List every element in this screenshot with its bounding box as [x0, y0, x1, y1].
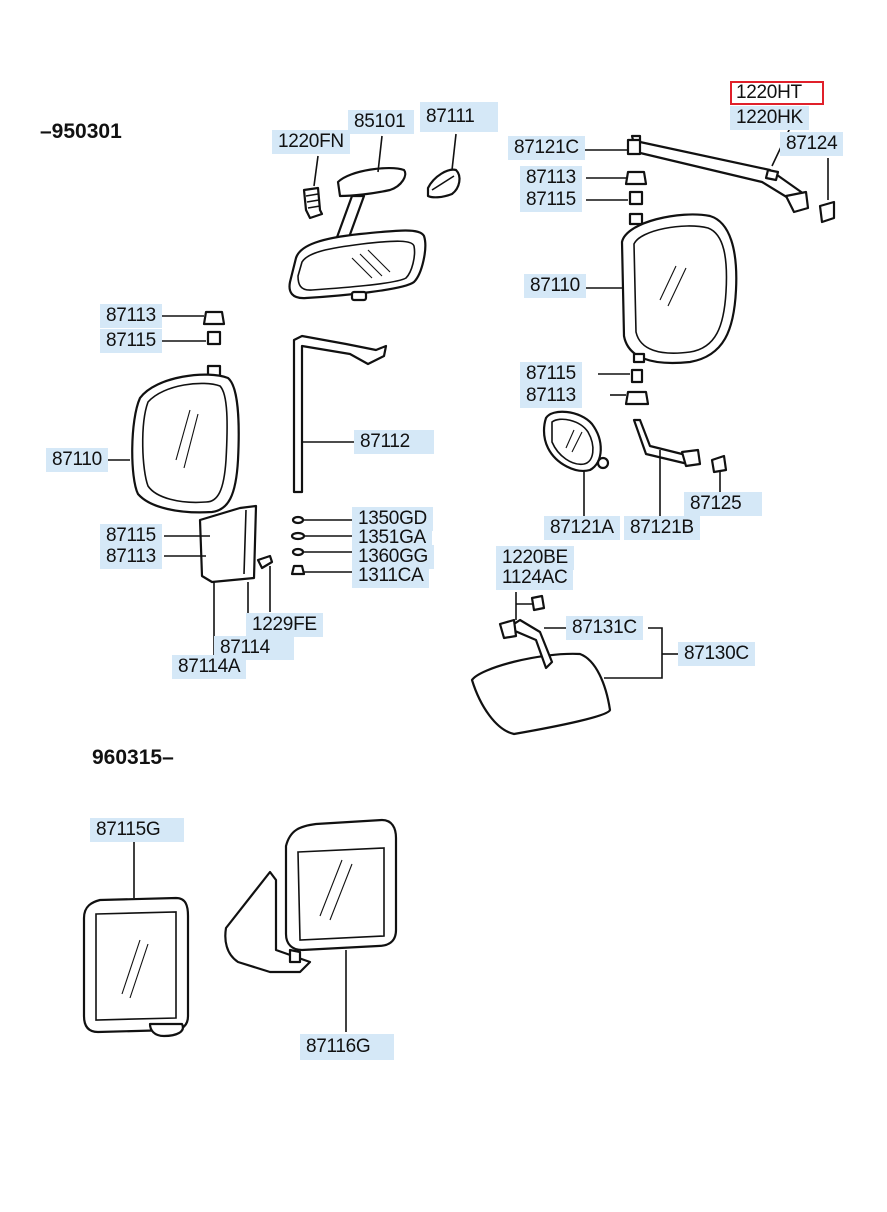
callout-87124[interactable]: 87124 [780, 132, 844, 156]
mirror-87116g [224, 818, 398, 974]
leader-lines [108, 127, 829, 1032]
callout-87121a[interactable]: 87121A [544, 516, 620, 540]
callout-87115-right-lower[interactable]: 87115 [520, 362, 582, 386]
callout-87111[interactable]: 87111 [420, 102, 498, 132]
range-label-top: –950301 [40, 120, 122, 143]
callout-87113-left-lower[interactable]: 87113 [100, 545, 162, 569]
callout-87115g[interactable]: 87115G [90, 818, 184, 842]
callout-1220ht-selected[interactable]: 1220HT [730, 81, 824, 105]
callout-1124ac[interactable]: 1124AC [496, 566, 574, 590]
callout-87113-left-upper[interactable]: 87113 [100, 304, 162, 328]
callout-87110-right[interactable]: 87110 [524, 274, 586, 298]
callout-87115-right-upper[interactable]: 87115 [520, 188, 582, 212]
range-label-bottom: 960315– [92, 746, 174, 769]
callout-87110-left[interactable]: 87110 [46, 448, 108, 472]
callout-87121c[interactable]: 87121C [508, 136, 585, 160]
callout-87125[interactable]: 87125 [684, 492, 762, 516]
cover-87111 [426, 168, 461, 199]
under-mirror-87130c [470, 594, 612, 736]
callout-87112[interactable]: 87112 [354, 430, 434, 454]
callout-87131c[interactable]: 87131C [566, 616, 643, 640]
callout-87115-left-lower[interactable]: 87115 [100, 524, 162, 548]
callout-87130c[interactable]: 87130C [678, 642, 755, 666]
callout-1220hk[interactable]: 1220HK [730, 106, 809, 130]
right-side-mirror-assembly [542, 134, 836, 474]
callout-87121b[interactable]: 87121B [624, 516, 700, 540]
callout-87116g[interactable]: 87116G [300, 1034, 394, 1060]
screw-1220fn [302, 186, 324, 220]
callout-85101[interactable]: 85101 [348, 110, 414, 134]
callout-87114a[interactable]: 87114A [172, 655, 247, 679]
mirror-87115g [82, 896, 190, 1038]
callout-87115-left-upper[interactable]: 87115 [100, 329, 162, 353]
callout-87113-right-upper[interactable]: 87113 [520, 166, 582, 190]
callout-87113-right-lower[interactable]: 87113 [520, 384, 582, 408]
inside-rearview-mirror [288, 167, 427, 302]
callout-1311ca[interactable]: 1311CA [352, 564, 430, 588]
callout-1220fn[interactable]: 1220FN [272, 130, 350, 154]
left-side-mirror-assembly [131, 310, 388, 584]
callout-1229fe[interactable]: 1229FE [246, 613, 323, 637]
